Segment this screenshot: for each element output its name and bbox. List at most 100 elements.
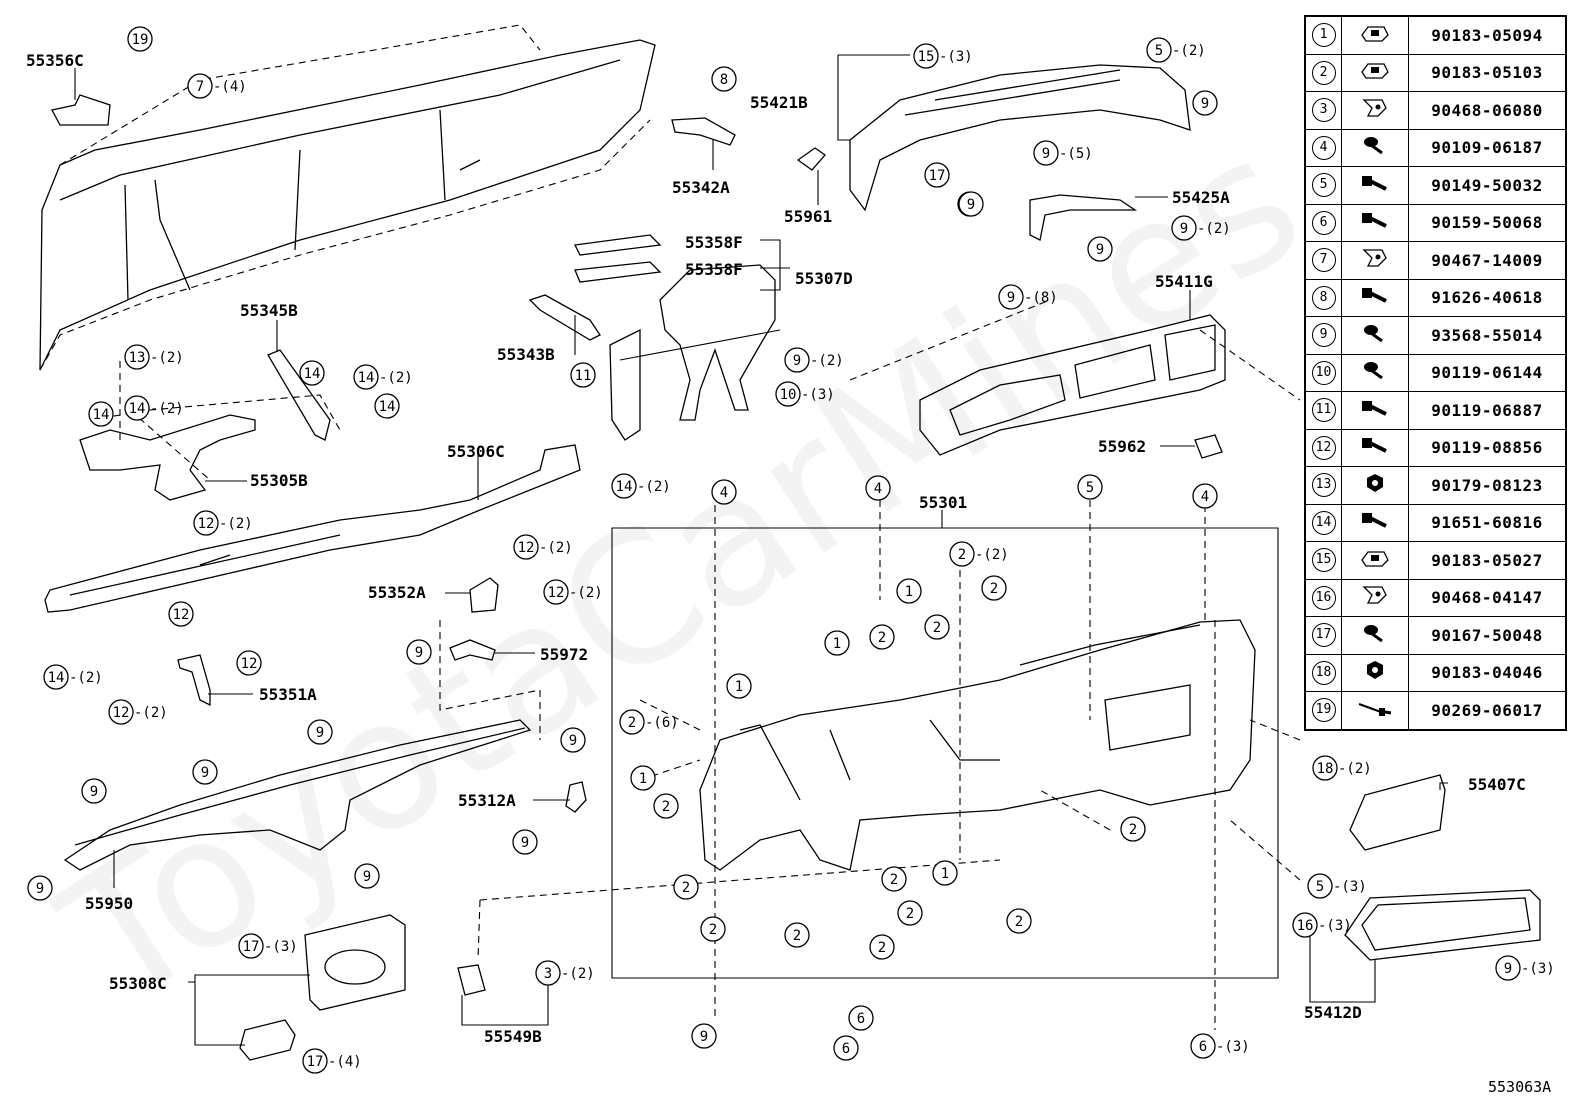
- callout-circle: [1171, 215, 1197, 241]
- callout-circle: [848, 1005, 874, 1031]
- legend-part-number: 90109-06187: [1408, 128, 1567, 167]
- callout-circle: [512, 829, 538, 855]
- callout-number: 1: [941, 866, 949, 882]
- callout-circle: [711, 66, 737, 92]
- callout-number: 4: [1201, 489, 1209, 505]
- callout-number: 19: [132, 32, 149, 48]
- legend-number-cell: 14: [1304, 503, 1342, 542]
- legend-part-number: 90183-05027: [1408, 541, 1567, 580]
- callout: 2: [869, 624, 895, 650]
- callout-circle: [560, 727, 586, 753]
- callout: 2: [981, 575, 1007, 601]
- legend-number: 15: [1311, 548, 1336, 573]
- callout: 2-(6): [619, 709, 679, 735]
- callout-circle: [193, 510, 219, 536]
- callout-number: 9: [1042, 146, 1050, 162]
- callout-circle: [1006, 908, 1032, 934]
- part-label: 55421B: [750, 93, 808, 112]
- callout-circle: [168, 601, 194, 627]
- clip-nut-icon: [1341, 15, 1409, 55]
- legend-number: 17: [1311, 623, 1336, 648]
- callout-circle: [354, 863, 380, 889]
- screw-icon: [1341, 128, 1409, 167]
- callout-quantity: -(3): [1521, 961, 1555, 977]
- legend-number: 8: [1311, 285, 1336, 310]
- callout-circle: [81, 778, 107, 804]
- callout-circle: [43, 664, 69, 690]
- callout-circle: [869, 934, 895, 960]
- callout: 10-(3): [775, 381, 835, 407]
- callout-circle: [124, 395, 150, 421]
- part-label: 55312A: [458, 791, 516, 810]
- callout-circle: [949, 541, 975, 567]
- callout-circle: [374, 393, 400, 419]
- callout-quantity: -(2): [69, 670, 103, 686]
- legend-part-number: 90183-05103: [1408, 53, 1567, 92]
- callout: 12: [168, 601, 194, 627]
- legend-number: 7: [1311, 248, 1336, 273]
- callout-number: 10: [780, 387, 797, 403]
- callout-circle: [1192, 90, 1218, 116]
- callout-number: 4: [720, 485, 728, 501]
- legend-part-number: 90159-50068: [1408, 203, 1567, 242]
- callout-quantity: -(2): [637, 479, 671, 495]
- part-label: 55412D: [1304, 1003, 1362, 1022]
- callout-circle: [570, 362, 596, 388]
- callout-quantity: -(6): [645, 715, 679, 731]
- callout-number: 17: [307, 1054, 324, 1070]
- callout-circle: [619, 709, 645, 735]
- callout: 17-(3): [238, 933, 298, 959]
- callout: 14-(2): [611, 473, 671, 499]
- callout-number: 16: [1297, 918, 1314, 934]
- callout-number: 12: [548, 585, 565, 601]
- callout: 9: [958, 191, 984, 217]
- callout: 12-(2): [513, 534, 573, 560]
- legend-number-cell: 8: [1304, 278, 1342, 317]
- callout-number: 12: [518, 540, 535, 556]
- callout: 9: [1087, 236, 1113, 262]
- legend-number-cell: 18: [1304, 653, 1342, 692]
- callout-number: 9: [1201, 96, 1209, 112]
- legend-number-cell: 11: [1304, 391, 1342, 430]
- callout-quantity: -(3): [1333, 879, 1367, 895]
- callout-circle: [653, 793, 679, 819]
- callout: 14-(2): [124, 395, 184, 421]
- callout-circle: [869, 624, 895, 650]
- callout-number: 14: [379, 399, 396, 415]
- callout: 2: [897, 900, 923, 926]
- callout-number: 9: [201, 765, 209, 781]
- callout-number: 14: [304, 366, 321, 382]
- bolt-icon: [1341, 503, 1409, 542]
- part-label: 55352A: [368, 583, 426, 602]
- callout: 14-(2): [43, 664, 103, 690]
- callout-number: 14: [93, 407, 110, 423]
- part-number-labels: 55356C55342A55421B5596155425A55358F55358…: [26, 51, 1526, 1046]
- callout-number: 9: [363, 869, 371, 885]
- callout-quantity: -(2): [810, 353, 844, 369]
- callout: 12-(2): [193, 510, 253, 536]
- callout-circle: [127, 26, 153, 52]
- callout: 14: [88, 401, 114, 427]
- callout-number: 12: [113, 705, 130, 721]
- callout-number: 2: [878, 630, 886, 646]
- callout: 9: [27, 875, 53, 901]
- callout: 2: [881, 866, 907, 892]
- legend-number: 19: [1311, 698, 1336, 723]
- pin-icon: [1341, 691, 1409, 730]
- legend-number: 14: [1311, 510, 1336, 535]
- callout-number: 4: [874, 481, 882, 497]
- legend-number: 1: [1311, 23, 1336, 48]
- legend-number: 6: [1311, 210, 1336, 235]
- callout-number: 14: [616, 479, 633, 495]
- callout: 2: [869, 934, 895, 960]
- callout-number: 14: [358, 370, 375, 386]
- callout-number: 5: [1316, 879, 1324, 895]
- part-label: 55549B: [484, 1027, 542, 1046]
